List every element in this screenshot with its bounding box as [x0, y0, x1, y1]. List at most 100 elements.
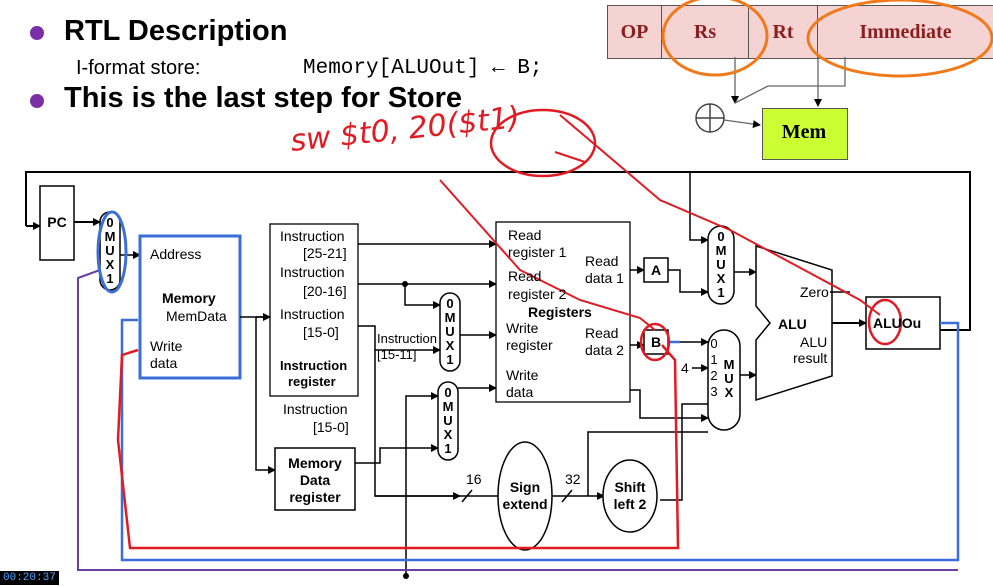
shift-left-label-1: Shift [614, 479, 646, 495]
mux-pc-1: 1 [106, 271, 114, 286]
mux-alusrcb-in-1: 1 [710, 352, 718, 367]
reg-read-register-2-a: Read [508, 268, 542, 284]
reg-read-data-2-a: Read [585, 325, 619, 341]
mux-alusrca-u: U [716, 257, 726, 272]
registers-title: Registers [528, 304, 592, 320]
last-step-title: This is the last step for Store [64, 82, 463, 114]
aluout-box [865, 296, 941, 350]
mux-memtoreg-shape [437, 381, 459, 461]
mux-pc-x: X [105, 257, 115, 272]
instr-1511-b: [15-11] [377, 347, 417, 362]
ir-field-1-a: Instruction [280, 228, 345, 244]
bullet-1 [30, 26, 44, 40]
alu-zero-label: Zero [800, 284, 829, 300]
reg-read-register-1-b: register 1 [508, 244, 567, 260]
mux-memtoreg-u: U [443, 413, 453, 428]
instr-150-b: [15-0] [313, 419, 349, 435]
mux-alusrcb-inputs: 0 1 2 3 [708, 336, 720, 400]
mux-pc-u: U [105, 243, 115, 258]
reg-write-register-a: Write [506, 320, 539, 336]
reg-a-box [643, 257, 669, 283]
ir-field-3-a: Instruction [280, 306, 345, 322]
alu-title: ALU [778, 316, 807, 332]
reg-write-data-a: Write [506, 367, 539, 383]
ir-field-1-b: [25-21] [303, 245, 347, 261]
mux-regdst-x: X [445, 338, 455, 353]
ir-title-1: Instruction [280, 358, 348, 373]
mux-alusrcb-label[interactable]: M U X [722, 358, 736, 400]
alu-result-label-2: result [793, 350, 828, 366]
mux-alusrcb-x: X [724, 385, 734, 400]
pc-box [39, 185, 75, 261]
field-op: OP [608, 6, 662, 58]
const-4-label: 4 [681, 360, 689, 376]
reg-read-data-1-a: Read [585, 253, 619, 269]
mux-alusrca-0: 0 [717, 229, 725, 244]
memory-write-data-label-2: data [150, 355, 178, 371]
mux-regdst-shape [439, 292, 461, 372]
mem-box [762, 108, 848, 160]
registers-box [495, 221, 631, 403]
iformat-label: I-format store: [76, 57, 201, 79]
mux-alusrcb-shape [707, 329, 741, 431]
ir-field-2-b: [20-16] [303, 283, 347, 299]
mux-alusrca-1: 1 [717, 285, 725, 300]
mux-pc-0: 0 [106, 215, 114, 230]
ir-field-2-a: Instruction [280, 264, 345, 280]
sign-extend-label-2: extend [502, 496, 548, 512]
mux-alusrca-x: X [716, 271, 726, 286]
field-rt: Rt [749, 6, 818, 58]
instr-1511-a: Instruction [377, 331, 437, 346]
shift-left-label-2: left 2 [613, 496, 647, 512]
mux-alusrcb-m: M [723, 357, 735, 372]
memory-address-label: Address [150, 246, 202, 262]
mux-regdst-u: U [445, 324, 455, 339]
reg-a-label: A [650, 262, 662, 278]
mux-alusrca-label[interactable]: 0 M U X 1 [708, 230, 734, 300]
mux-alusrcb-in-0: 0 [710, 336, 718, 351]
mux-regdst-0: 0 [446, 296, 454, 311]
mdr-label-1: Memory [288, 455, 342, 471]
reg-read-register-2-b: register 2 [508, 286, 567, 302]
memory-memdata-label: MemData [166, 308, 227, 324]
mdr-label-2: Data [299, 472, 331, 488]
shift-left-shape [602, 459, 658, 533]
rtl-statement: Memory[ALUOut] ← B; [303, 57, 543, 80]
mux-pc-label[interactable]: 0 M U X 1 [100, 216, 120, 286]
mux-memtoreg-x: X [443, 427, 453, 442]
field-immediate: Immediate [859, 21, 952, 43]
mux-memtoreg-label[interactable]: 0 M U X 1 [438, 386, 458, 456]
instr-150-a: Instruction [283, 401, 348, 417]
instruction-register-box [269, 223, 359, 397]
bits-16-label: 16 [466, 471, 482, 487]
ir-field-3-b: [15-0] [303, 324, 339, 340]
memory-title: Memory [162, 290, 216, 306]
reg-read-data-1-b: data 1 [585, 270, 624, 286]
reg-b-label: B [650, 334, 662, 350]
bits-32-label: 32 [565, 471, 581, 487]
mux-regdst-1: 1 [446, 352, 454, 367]
mux-alusrcb-in-2: 2 [710, 368, 718, 383]
pc-label: PC [47, 214, 67, 230]
memory-box [138, 234, 242, 380]
sign-extend-label-1: Sign [509, 479, 541, 495]
mux-memtoreg-0: 0 [444, 385, 452, 400]
bullet-2 [30, 94, 44, 108]
reg-read-data-2-b: data 2 [585, 342, 624, 358]
alu-shape [755, 244, 833, 402]
video-timer: 00:20:37 [0, 571, 59, 585]
mux-alusrcb-u: U [724, 371, 734, 386]
aluout-label: ALUOu [873, 315, 922, 331]
mux-memtoreg-m: M [442, 399, 454, 414]
mux-alusrca-m: M [715, 243, 727, 258]
field-rs: Rs [662, 6, 749, 58]
mux-memtoreg-1: 1 [444, 441, 452, 456]
reg-read-register-1-a: Read [508, 227, 542, 243]
reg-write-data-b: data [506, 384, 534, 400]
mux-pc-m: M [104, 229, 116, 244]
mux-regdst-label[interactable]: 0 M U X 1 [440, 297, 460, 367]
ir-title-2: register [288, 374, 336, 389]
mem-label: Mem [781, 121, 827, 143]
mdr-box [274, 447, 356, 511]
